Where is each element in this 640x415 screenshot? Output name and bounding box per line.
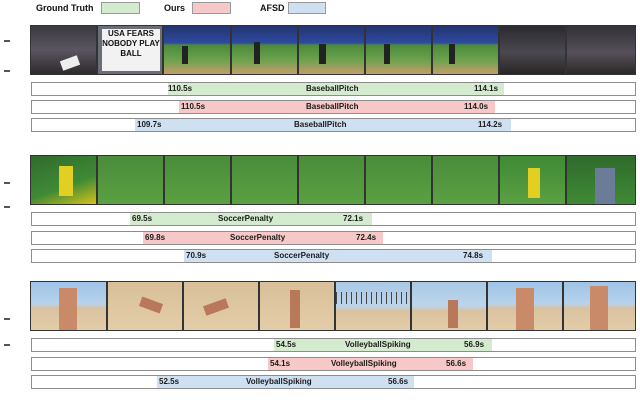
action-label: BaseballPitch [306,84,359,93]
margin-mark [4,70,10,72]
start-time: 54.1s [270,359,291,368]
segment-afsd [135,119,511,131]
timeline-soccer-ground-truth: 69.5s SoccerPenalty 72.1s [31,212,636,226]
frame-sand-player [259,281,335,331]
timeline-volleyball-afsd: 52.5s VolleyballSpiking 56.6s [31,375,636,389]
start-time: 110.5s [181,102,206,111]
end-time: 56.6s [446,359,467,368]
timeline-volleyball-ground-truth: 54.5s VolleyballSpiking 56.9s [31,338,636,352]
end-time: 56.6s [388,377,409,386]
start-time: 69.8s [145,233,166,242]
frame-field [298,155,365,205]
legend-ours-swatch [192,2,231,14]
frame-field [164,155,231,205]
frame-sand-dive [183,281,259,331]
end-time: 114.2s [478,120,503,129]
action-label: SoccerPenalty [218,214,274,223]
timeline-baseball-afsd: 109.7s BaseballPitch 114.2s [31,118,636,132]
segment-ours [179,101,495,113]
frame-field [97,155,164,205]
frame-player [566,155,636,205]
start-time: 52.5s [159,377,180,386]
end-time: 56.9s [464,340,485,349]
action-label: VolleyballSpiking [331,359,397,368]
end-time: 114.1s [474,84,499,93]
action-label: BaseballPitch [294,120,347,129]
video-frames-soccer [30,155,636,205]
legend-ours-label: Ours [164,3,186,13]
frame-player-field [499,155,566,205]
legend: Ground Truth Ours AFSD [0,2,640,16]
legend-ground-truth-swatch [101,2,140,14]
frame-beach-player [563,281,636,331]
segment-ground-truth [168,83,504,95]
margin-mark [4,40,10,42]
action-label: SoccerPenalty [274,251,330,260]
frame-dugout [566,25,636,75]
timeline-baseball-ground-truth: 110.5s BaseballPitch 114.1s [31,82,636,96]
segment-ours [143,232,383,244]
timeline-soccer-ours: 69.8s SoccerPenalty 72.4s [31,231,636,245]
timeline-volleyball-ours: 54.1s VolleyballSpiking 56.6s [31,357,636,371]
frame-crowd [30,25,97,75]
frame-fan-sign: USA FEARS NOBODY PLAY BALL [97,25,163,75]
legend-afsd-swatch [288,2,326,14]
start-time: 109.7s [137,120,162,129]
start-time: 110.5s [168,84,193,93]
frame-pitch [365,25,432,75]
frame-field [231,155,298,205]
frame-sand-dive [107,281,183,331]
frame-pitch [163,25,231,75]
video-frames-volleyball [30,281,636,331]
segment-afsd [157,376,414,388]
margin-mark [4,318,10,320]
frame-field [365,155,432,205]
legend-afsd-label: AFSD [260,3,285,13]
action-label: BaseballPitch [306,102,359,111]
segment-ground-truth [130,213,372,225]
margin-mark [4,206,10,208]
timeline-soccer-afsd: 70.9s SoccerPenalty 74.8s [31,249,636,263]
margin-mark [4,344,10,346]
frame-pitch [231,25,298,75]
action-label: SoccerPenalty [230,233,286,242]
frame-pitch [432,25,499,75]
action-label: VolleyballSpiking [246,377,312,386]
end-time: 72.1s [343,214,364,223]
end-time: 72.4s [356,233,377,242]
frame-volleyball-net [335,281,411,331]
fan-sign: USA FEARS NOBODY PLAY BALL [102,29,160,71]
frame-player [30,155,97,205]
frame-volleyball-net [411,281,487,331]
frame-beach-player [487,281,563,331]
segment-afsd [184,250,492,262]
video-frames-baseball: USA FEARS NOBODY PLAY BALL [30,25,636,75]
frame-pitch [298,25,365,75]
start-time: 54.5s [276,340,297,349]
end-time: 74.8s [463,251,484,260]
frame-field [432,155,499,205]
end-time: 114.0s [464,102,489,111]
margin-mark [4,182,10,184]
start-time: 69.5s [132,214,153,223]
segment-ours [268,358,473,370]
frame-beach-player [30,281,107,331]
frame-dugout [499,25,566,75]
start-time: 70.9s [186,251,207,260]
legend-ground-truth-label: Ground Truth [36,3,94,13]
action-label: VolleyballSpiking [345,340,411,349]
timeline-baseball-ours: 110.5s BaseballPitch 114.0s [31,100,636,114]
segment-ground-truth [274,339,492,351]
